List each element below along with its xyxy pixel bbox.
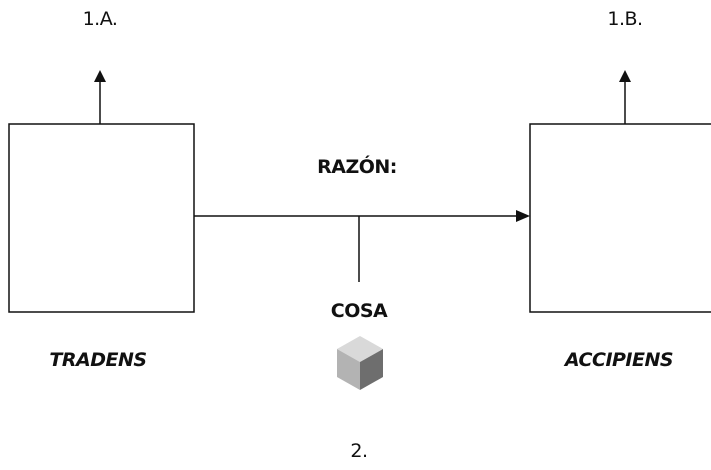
accipiens-up-arrowhead — [619, 70, 631, 82]
label-accipiens: ACCIPIENS — [564, 349, 674, 371]
accipiens-box — [529, 123, 711, 313]
label-1a: 1.A. — [82, 8, 118, 30]
label-2: 2. — [350, 440, 368, 462]
cube-right-face — [360, 349, 383, 390]
tradens-up-arrowhead — [94, 70, 106, 82]
label-razon: RAZÓN: — [317, 156, 397, 178]
cube-icon — [337, 336, 383, 390]
label-cosa: COSA — [330, 300, 388, 322]
label-tradens: TRADENS — [49, 349, 147, 371]
transfer-arrowhead — [516, 210, 530, 222]
label-1b: 1.B. — [607, 8, 643, 30]
cube-left-face — [337, 349, 360, 390]
tradens-box — [8, 123, 195, 313]
